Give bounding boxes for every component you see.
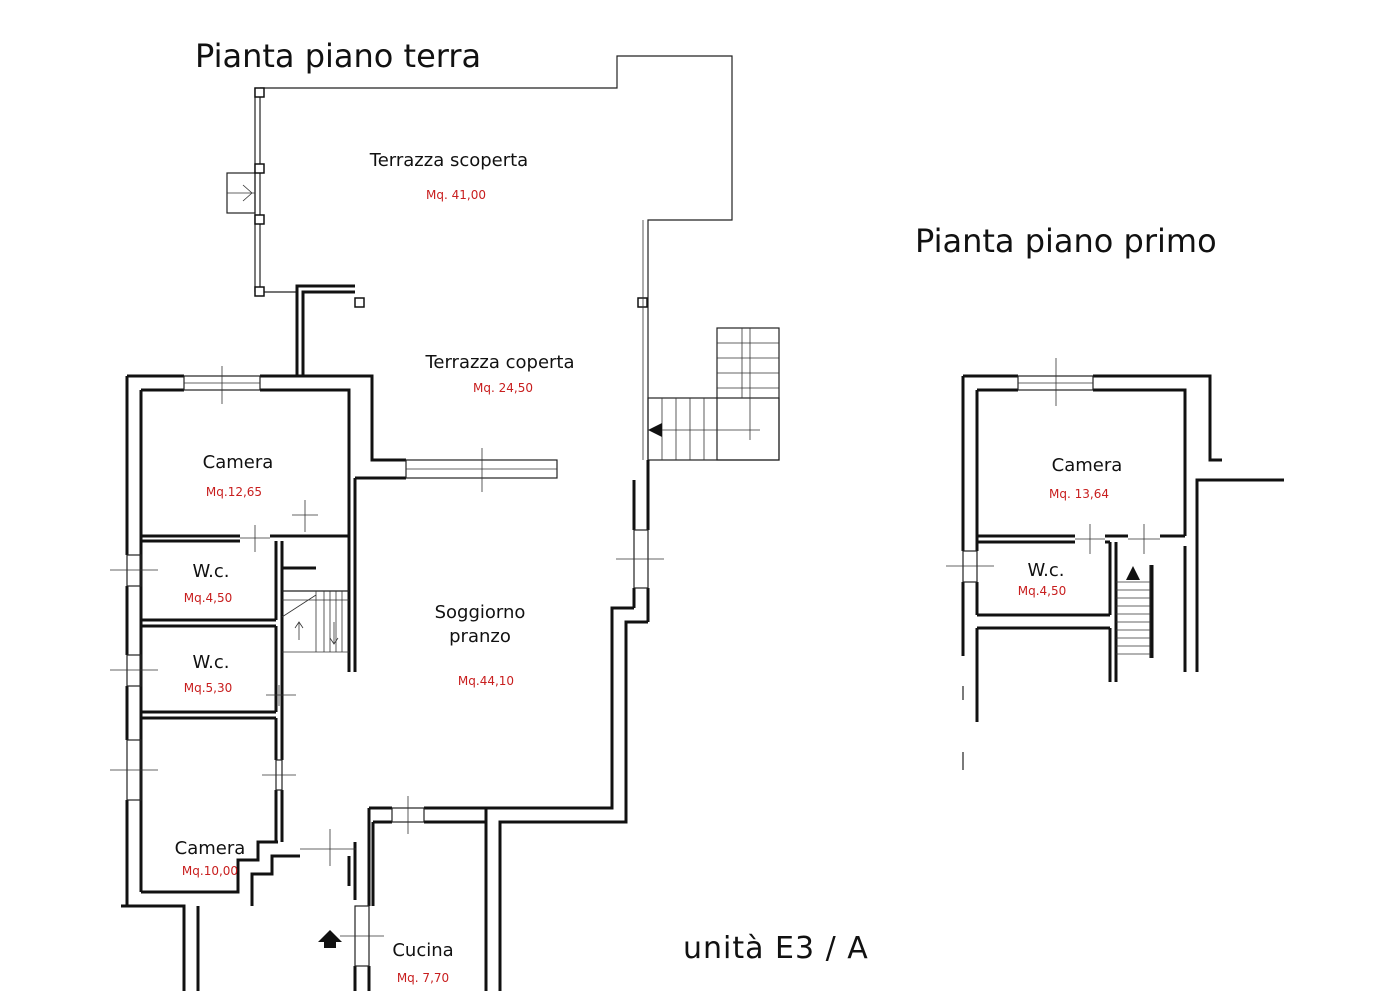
first-wc-area: Mq.4,50 xyxy=(1018,584,1067,598)
pranzo-label: pranzo xyxy=(449,626,511,647)
terrazza-coperta-area: Mq. 24,50 xyxy=(473,381,533,395)
terrazza-scoperta-area: Mq. 41,00 xyxy=(426,188,486,202)
first-camera-label: Camera xyxy=(1052,455,1123,476)
cucina-label: Cucina xyxy=(392,940,453,961)
terrace-outline xyxy=(226,55,733,460)
ground-openings xyxy=(110,366,664,967)
camera-1-label: Camera xyxy=(203,452,274,473)
stair-arrow-icon xyxy=(648,423,662,437)
wc-1-area: Mq.4,50 xyxy=(184,591,233,605)
first-camera-area: Mq. 13,64 xyxy=(1049,487,1109,501)
first-room-labels: Camera Mq. 13,64 W.c. Mq.4,50 xyxy=(1018,455,1123,598)
first-floor-plan: Camera Mq. 13,64 W.c. Mq.4,50 xyxy=(946,358,1284,770)
first-openings xyxy=(946,358,1160,658)
external-staircase xyxy=(647,327,780,461)
terrazza-coperta-label: Terrazza coperta xyxy=(424,352,574,373)
ground-room-labels: Terrazza scoperta Mq. 41,00 Terrazza cop… xyxy=(175,150,575,985)
camera-1-area: Mq.12,65 xyxy=(206,485,262,499)
unit-label: unità E3 / A xyxy=(683,931,869,966)
upstairs-arrow-icon xyxy=(1126,566,1140,580)
wc-1-label: W.c. xyxy=(192,561,229,582)
wc-2-label: W.c. xyxy=(192,652,229,673)
ground-walls xyxy=(121,284,650,991)
entrance-arrow-icon xyxy=(318,930,342,948)
wc-2-area: Mq.5,30 xyxy=(184,681,233,695)
first-wc-label: W.c. xyxy=(1027,560,1064,581)
first-floor-title: Pianta piano primo xyxy=(915,222,1217,260)
camera-2-area: Mq.10,00 xyxy=(182,864,238,878)
ground-floor-plan: Terrazza scoperta Mq. 41,00 Terrazza cop… xyxy=(110,55,780,991)
camera-2-label: Camera xyxy=(175,838,246,859)
terrazza-scoperta-label: Terrazza scoperta xyxy=(369,150,528,171)
cucina-area: Mq. 7,70 xyxy=(397,971,449,985)
first-walls xyxy=(961,374,1284,770)
soggiorno-label: Soggiorno xyxy=(435,602,526,623)
ground-floor-title: Pianta piano terra xyxy=(195,37,481,75)
soggiorno-area: Mq.44,10 xyxy=(458,674,514,688)
